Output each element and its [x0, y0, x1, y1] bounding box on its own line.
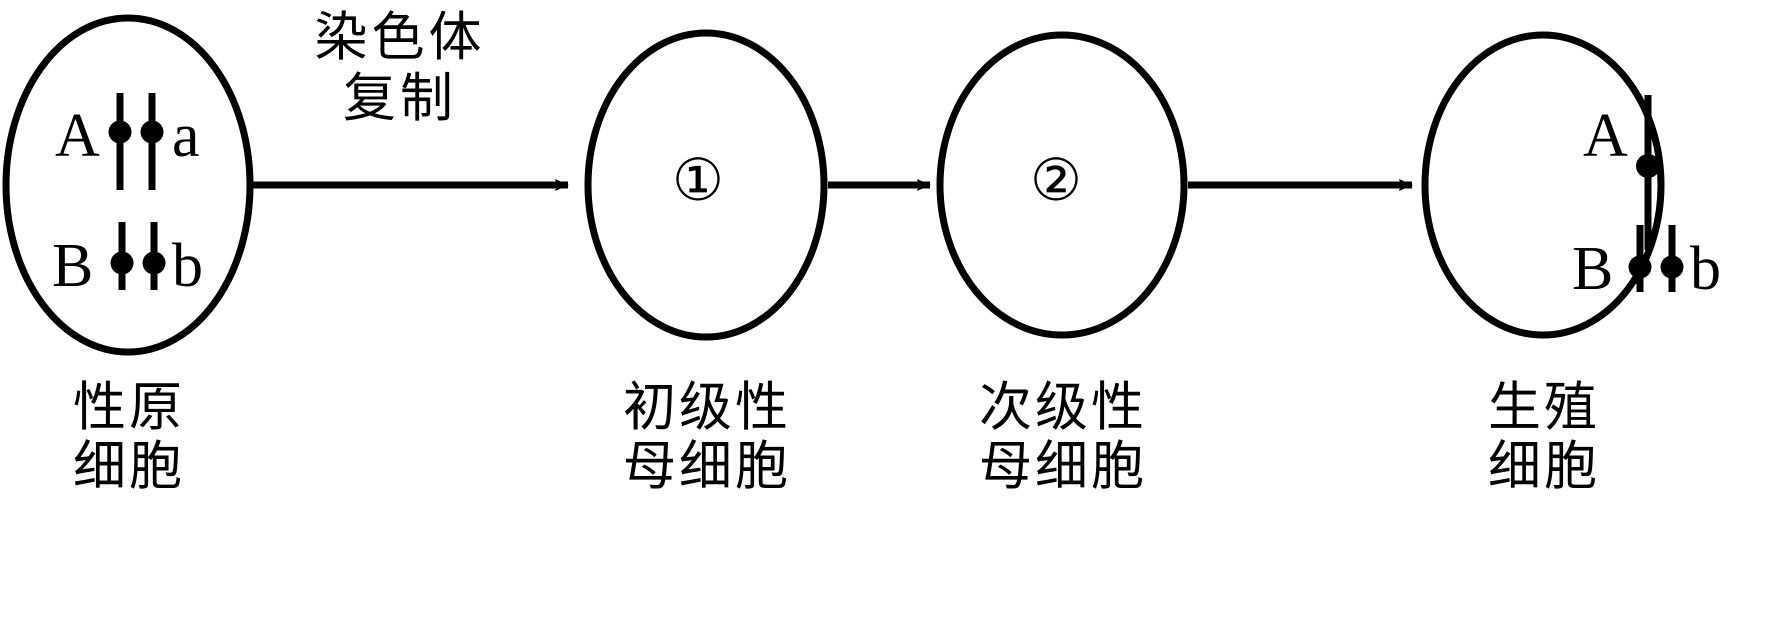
allele-B-germ: B [1572, 235, 1614, 303]
chromosome-pair-Bb [110, 222, 166, 290]
allele-A-germ: A [1583, 102, 1628, 170]
chromosome-pair-Aa [108, 93, 164, 190]
cell-outline-germ-cell [1421, 31, 1665, 339]
caption-sex-primordial-cell: 性原 细胞 [73, 377, 185, 498]
arrow-1-label: 染色体 复制 [314, 7, 486, 129]
cell-outline-primary-spermatocyte [584, 29, 828, 341]
chromosome-pair-germ-Bb [1628, 225, 1684, 292]
allele-b-right: b [172, 232, 203, 300]
allele-a-right: a [172, 102, 200, 170]
chromosome-single-A [1636, 95, 1660, 250]
cell-outline-sex-primordial-cell [2, 14, 254, 356]
allele-A-left: A [55, 102, 100, 170]
cell-outline-secondary-spermatocyte [936, 31, 1188, 339]
caption-primary-spermatocyte: 初级性 母细胞 [623, 377, 791, 498]
step-marker-1: ① [672, 148, 724, 213]
step-marker-2: ② [1030, 148, 1082, 213]
allele-b-germ: b [1690, 235, 1721, 303]
caption-secondary-spermatocyte: 次级性 母细胞 [979, 377, 1147, 498]
caption-germ-cell: 生殖 细胞 [1488, 377, 1600, 498]
allele-B-left: B [52, 232, 94, 300]
